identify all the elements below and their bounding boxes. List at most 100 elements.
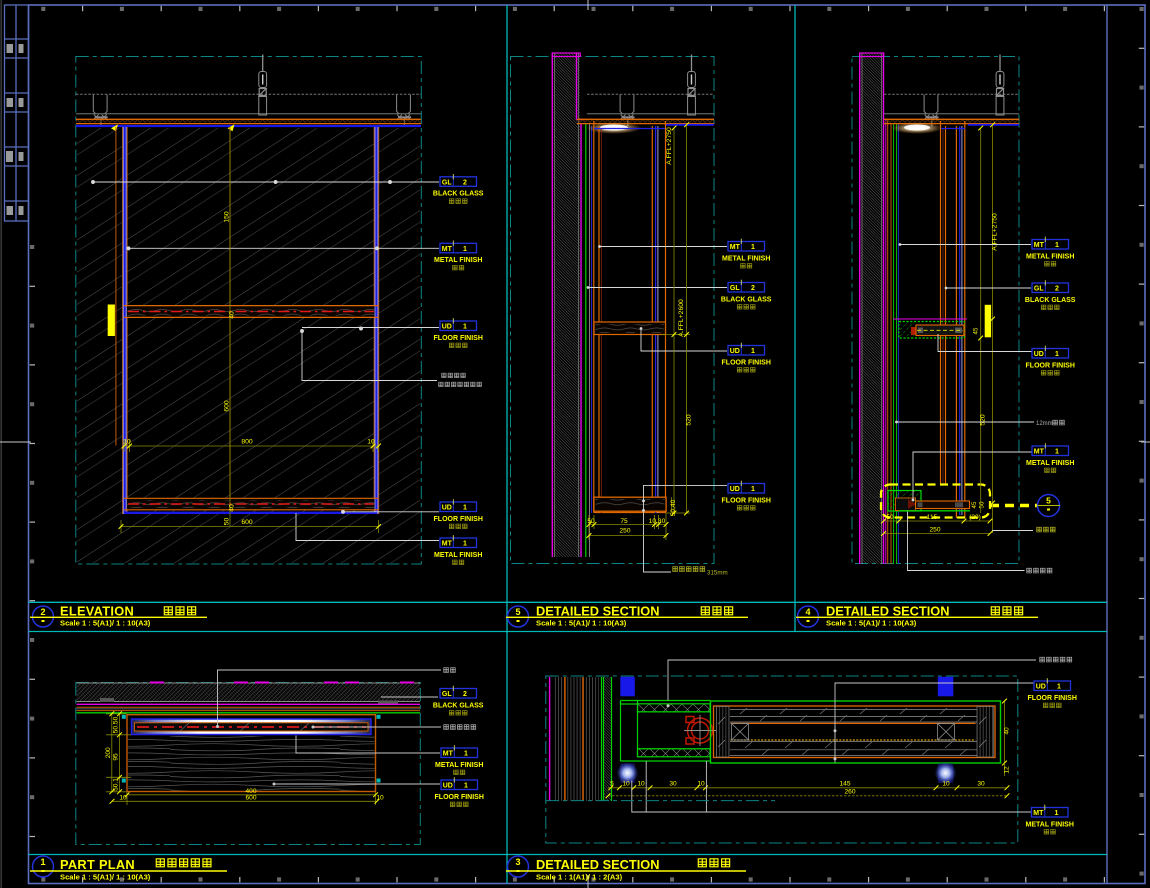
svg-text:3: 3 — [515, 857, 520, 867]
svg-text:FLOOR FINISH: FLOOR FINISH — [1026, 362, 1075, 369]
svg-text:2: 2 — [1055, 286, 1059, 293]
svg-text:Scale 1 : 5(A1)/ 1 : 10(A3): Scale 1 : 5(A1)/ 1 : 10(A3) — [826, 619, 917, 628]
svg-text:50: 50 — [979, 501, 986, 508]
svg-text:1: 1 — [751, 348, 755, 355]
svg-text:GL: GL — [1034, 286, 1044, 293]
svg-text:260: 260 — [844, 789, 855, 796]
svg-text:(20): (20) — [969, 514, 981, 521]
svg-text:400: 400 — [245, 788, 256, 795]
svg-text:FLOOR FINISH: FLOOR FINISH — [435, 794, 484, 801]
svg-text:50,40: 50,40 — [670, 499, 677, 516]
svg-text:1: 1 — [1055, 242, 1059, 249]
svg-text:1: 1 — [751, 486, 755, 493]
svg-text:2: 2 — [751, 285, 755, 292]
svg-text:145: 145 — [839, 780, 850, 787]
svg-text:METAL FINISH: METAL FINISH — [1026, 821, 1074, 828]
svg-text:1: 1 — [1055, 810, 1059, 817]
svg-text:10: 10 — [119, 795, 127, 802]
svg-text:A.FFL+2750: A.FFL+2750 — [991, 213, 998, 251]
svg-text:1: 1 — [463, 505, 467, 512]
svg-text:1: 1 — [464, 783, 468, 790]
svg-text:MT: MT — [730, 244, 741, 251]
svg-text:UD: UD — [1036, 684, 1046, 691]
svg-text:315mm: 315mm — [707, 570, 728, 577]
svg-text:10,30: 10,30 — [649, 518, 666, 525]
svg-text:520: 520 — [980, 414, 987, 426]
svg-text:50: 50 — [587, 518, 595, 525]
svg-text:200: 200 — [105, 747, 112, 758]
svg-text:12: 12 — [1003, 766, 1010, 774]
svg-text:1: 1 — [463, 541, 467, 548]
svg-text:1: 1 — [1055, 351, 1059, 358]
svg-text:10: 10 — [367, 439, 375, 446]
svg-text:50.50: 50.50 — [113, 716, 120, 733]
svg-text:1: 1 — [463, 324, 467, 331]
svg-text:150: 150 — [223, 211, 230, 223]
svg-text:FLOOR FINISH: FLOOR FINISH — [1028, 695, 1077, 702]
svg-text:1: 1 — [464, 751, 468, 758]
svg-text:METAL FINISH: METAL FINISH — [434, 552, 482, 559]
svg-text:UD: UD — [1034, 351, 1044, 358]
svg-text:DETAILED SECTION: DETAILED SECTION — [536, 857, 659, 872]
svg-text:50: 50 — [223, 518, 230, 526]
svg-text:ELEVATION: ELEVATION — [60, 603, 134, 618]
svg-text:5: 5 — [515, 607, 520, 617]
svg-text:250: 250 — [619, 528, 630, 535]
svg-text:2: 2 — [463, 179, 467, 186]
svg-text:MT: MT — [442, 246, 453, 253]
svg-text:MT: MT — [1033, 810, 1044, 817]
svg-text:1: 1 — [40, 857, 45, 867]
svg-text:30: 30 — [669, 780, 677, 787]
svg-text:METAL FINISH: METAL FINISH — [435, 762, 483, 769]
svg-text:1: 1 — [751, 244, 755, 251]
svg-text:5: 5 — [1046, 496, 1051, 506]
svg-text:10: 10 — [622, 780, 630, 787]
svg-text:FLOOR FINISH: FLOOR FINISH — [722, 497, 771, 504]
svg-text:1: 1 — [1055, 449, 1059, 456]
svg-text:FLOOR FINISH: FLOOR FINISH — [722, 359, 771, 366]
svg-text:45: 45 — [971, 501, 978, 508]
svg-text:5: 5 — [610, 780, 614, 787]
svg-text:METAL FINISH: METAL FINISH — [434, 257, 482, 264]
svg-text:45: 45 — [973, 327, 980, 334]
svg-text:UD: UD — [442, 324, 452, 331]
svg-text:10: 10 — [697, 780, 705, 787]
svg-text:10: 10 — [637, 780, 645, 787]
svg-text:800: 800 — [241, 439, 253, 446]
svg-text:75: 75 — [620, 518, 628, 525]
svg-text:10: 10 — [942, 780, 950, 787]
svg-text:40: 40 — [229, 311, 236, 319]
svg-text:UD: UD — [443, 783, 453, 790]
svg-text:BLACK GLASS: BLACK GLASS — [433, 191, 484, 198]
svg-text:1: 1 — [463, 246, 467, 253]
svg-text:95: 95 — [113, 753, 120, 761]
svg-text:10: 10 — [123, 439, 131, 446]
svg-text:FLOOR FINISH: FLOOR FINISH — [434, 335, 483, 342]
svg-text:PART PLAN: PART PLAN — [60, 857, 135, 872]
svg-text:UD: UD — [442, 505, 452, 512]
svg-text:GL: GL — [730, 285, 740, 292]
svg-text:2: 2 — [463, 691, 467, 698]
svg-text:115: 115 — [927, 514, 938, 521]
svg-text:BLACK GLASS: BLACK GLASS — [721, 296, 772, 303]
svg-text:DETAILED SECTION: DETAILED SECTION — [536, 603, 659, 618]
svg-text:Scale 1 : 5(A1)/ 1 : 10(A3): Scale 1 : 5(A1)/ 1 : 10(A3) — [60, 619, 151, 628]
svg-text:Scale 1 : 1(A1)/ 1 : 2(A3): Scale 1 : 1(A1)/ 1 : 2(A3) — [536, 872, 623, 881]
svg-text:MT: MT — [443, 751, 454, 758]
svg-text:GL: GL — [442, 691, 452, 698]
svg-text:METAL FINISH: METAL FINISH — [722, 255, 770, 262]
svg-text:520: 520 — [686, 414, 693, 426]
svg-text:DETAILED SECTION: DETAILED SECTION — [826, 603, 949, 618]
svg-text:10: 10 — [376, 795, 384, 802]
svg-text:MT: MT — [1034, 449, 1045, 456]
svg-text:30: 30 — [977, 780, 985, 787]
svg-text:Scale 1 : 5(A1)/ 1 : 10(A3): Scale 1 : 5(A1)/ 1 : 10(A3) — [536, 619, 627, 628]
svg-text:2: 2 — [40, 607, 45, 617]
svg-text:600: 600 — [245, 795, 256, 802]
svg-text:MT: MT — [1034, 242, 1045, 249]
svg-text:600: 600 — [241, 519, 253, 526]
svg-text:UD: UD — [730, 348, 740, 355]
svg-text:40: 40 — [229, 504, 236, 512]
svg-text:GL: GL — [442, 179, 452, 186]
svg-text:MT: MT — [442, 541, 453, 548]
